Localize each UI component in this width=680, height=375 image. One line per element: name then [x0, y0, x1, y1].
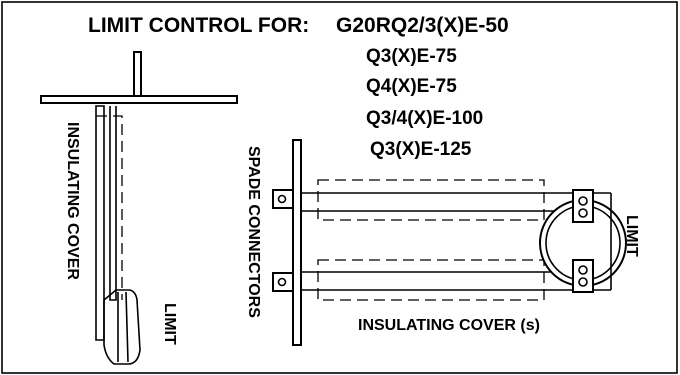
- limit-side-label: LIMIT: [161, 303, 178, 345]
- insulating-cover-outline: [96, 115, 123, 300]
- limit-top-label: LIMIT: [623, 215, 640, 257]
- model-label: Q3(X)E-75: [366, 46, 457, 67]
- support-board: [292, 139, 302, 346]
- model-label: Q3(X)E-125: [370, 139, 472, 160]
- insulating-cover-label: INSULATING COVER: [64, 122, 81, 280]
- insulating-covers-label: INSULATING COVER (s): [358, 317, 540, 334]
- limit-knob: [103, 289, 141, 365]
- spade-connectors-label: SPADE CONNECTORS: [245, 146, 262, 318]
- upper-wire-cover: [317, 179, 545, 221]
- limit-body-inner: [109, 106, 117, 301]
- spade-connector-hole: [277, 277, 287, 287]
- spade-connector: [272, 272, 294, 292]
- model-label: G20RQ2/3(X)E-50: [336, 14, 509, 37]
- lower-wire-cover: [317, 259, 545, 301]
- limit-terminal-screw: [578, 196, 588, 206]
- spade-connector-hole: [277, 194, 287, 204]
- top-view: SPADE CONNECTORS INSULATING COVER (s) LI…: [245, 139, 640, 346]
- mounting-plate: [40, 95, 238, 104]
- mounting-stem: [133, 51, 142, 97]
- limit-terminal: [572, 189, 594, 223]
- title-label: LIMIT CONTROL FOR:: [88, 14, 309, 37]
- model-label: Q4(X)E-75: [366, 76, 457, 97]
- upper-wire: [301, 192, 574, 212]
- limit-body: [95, 105, 105, 341]
- side-view: INSULATING COVER LIMIT: [40, 51, 238, 365]
- limit-terminal-screw: [578, 208, 588, 218]
- limit-knob-line: [125, 291, 129, 363]
- model-label: Q3/4(X)E-100: [366, 108, 483, 129]
- spade-connector: [272, 189, 294, 209]
- lower-wire: [301, 271, 574, 291]
- limit-terminal: [572, 259, 594, 293]
- limit-terminal-screw: [578, 277, 588, 287]
- limit-terminal-screw: [578, 265, 588, 275]
